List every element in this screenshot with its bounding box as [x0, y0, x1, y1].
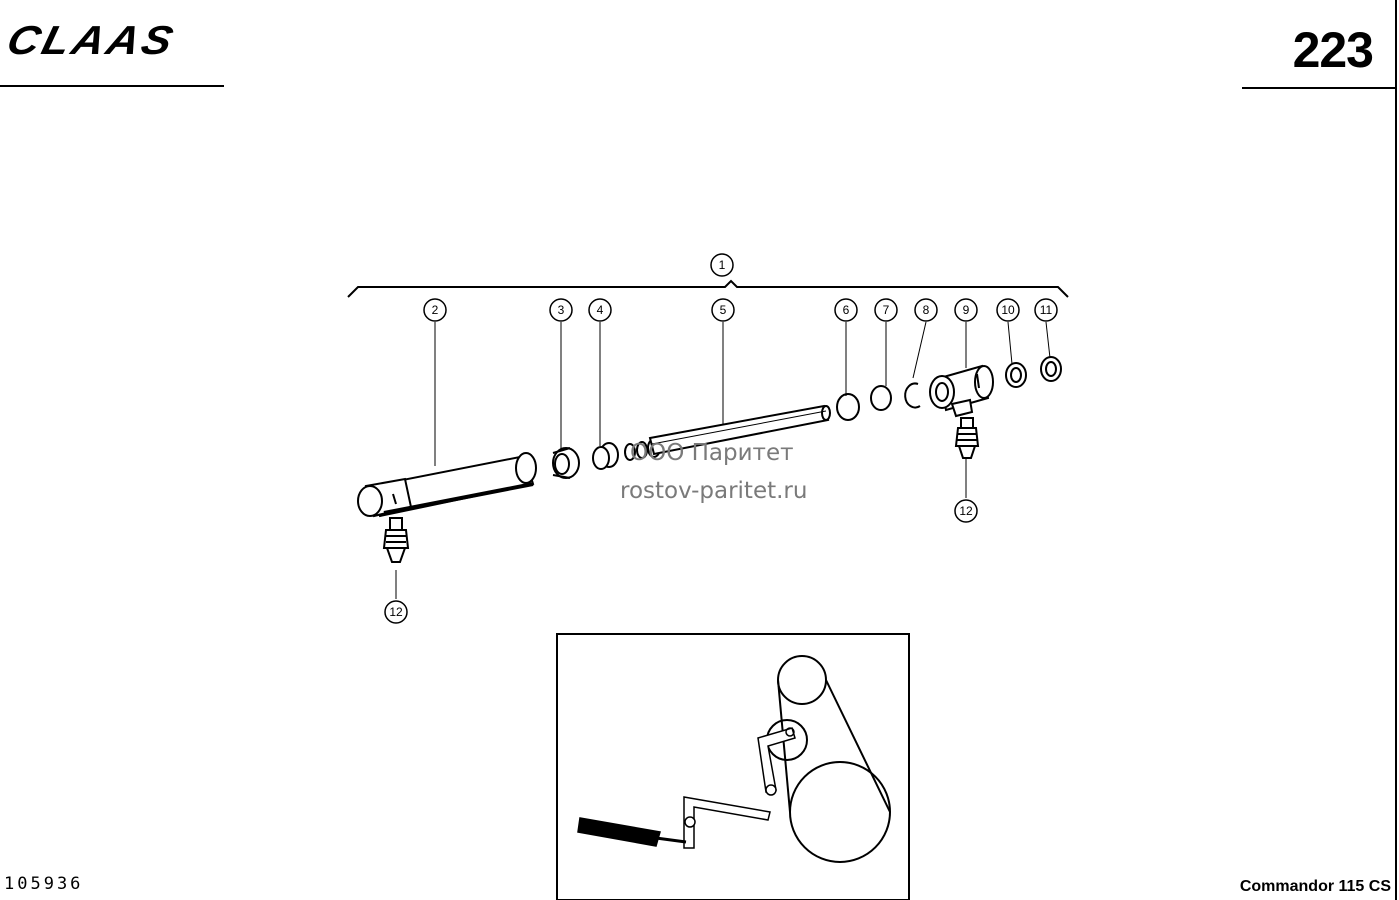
inset-lower-pulley	[789, 761, 891, 863]
part-seal-11	[1040, 356, 1062, 382]
callout-circle-6	[834, 298, 858, 322]
inset-linkage-joint	[765, 784, 777, 796]
part-o-ring-6	[836, 393, 860, 421]
callout-circle-1	[710, 253, 734, 277]
part-grease-nipple-left	[382, 517, 410, 563]
callout-circle-12-right	[954, 499, 978, 523]
callout-circle-11	[1034, 298, 1058, 322]
inset-belt-left	[777, 679, 791, 813]
part-seal-10	[1005, 362, 1027, 388]
callout-circle-7	[874, 298, 898, 322]
part-o-ring-7	[870, 385, 892, 411]
inset-frame	[556, 633, 910, 900]
callout-label-5: 5	[720, 303, 727, 317]
callout-circle-5	[711, 298, 735, 322]
leader-line-8	[912, 321, 927, 379]
callout-circle-9	[954, 298, 978, 322]
inset-cylinder-joint	[684, 816, 696, 828]
inset-linkage	[683, 796, 771, 849]
inset-upper-pulley	[777, 655, 827, 705]
callout-label-3: 3	[558, 303, 565, 317]
callout-label-10: 10	[1001, 303, 1015, 317]
callout-label-8: 8	[923, 303, 930, 317]
callout-circle-8	[914, 298, 938, 322]
part-piston-rod	[648, 404, 831, 456]
inset-hydraulic-cylinder	[577, 817, 661, 847]
leader-line-10	[1007, 321, 1013, 365]
callout-label-4: 4	[597, 303, 604, 317]
callout-label-12-right: 12	[959, 504, 973, 518]
inset-cylinder-rod	[655, 836, 687, 844]
location-inset	[556, 633, 910, 900]
callout-label-12-left: 12	[389, 605, 403, 619]
part-rod-end	[929, 364, 994, 418]
part-grease-nipple-right	[954, 417, 980, 459]
callout-label-7: 7	[883, 303, 890, 317]
callout-label-9: 9	[963, 303, 970, 317]
assembly-bracket	[347, 279, 1069, 298]
callout-circle-10	[996, 298, 1020, 322]
callout-label-2: 2	[432, 303, 439, 317]
callout-circle-12-left	[384, 600, 408, 624]
part-bushing	[552, 447, 580, 479]
leader-line-11	[1045, 321, 1051, 359]
watermark-website: rostov-paritet.ru	[620, 478, 808, 504]
drawing-number: 105936	[4, 874, 84, 894]
part-piston	[592, 438, 661, 470]
callout-label-1: 1	[719, 258, 726, 272]
part-cylinder-barrel	[357, 452, 537, 518]
model-name: Commandor 115 CS	[1239, 878, 1391, 895]
inset-arm-pivot	[785, 727, 795, 737]
callout-circle-2	[423, 298, 447, 322]
callout-label-11: 11	[1040, 303, 1053, 317]
leader-lines	[395, 321, 1051, 599]
callout-circle-4	[588, 298, 612, 322]
watermark-company: ООО Паритет	[630, 440, 794, 466]
callout-circle-3	[549, 298, 573, 322]
part-snap-ring-8	[904, 382, 921, 409]
callout-label-6: 6	[843, 303, 850, 317]
inset-belt-right	[825, 679, 891, 813]
page-number: 223	[1292, 22, 1374, 78]
